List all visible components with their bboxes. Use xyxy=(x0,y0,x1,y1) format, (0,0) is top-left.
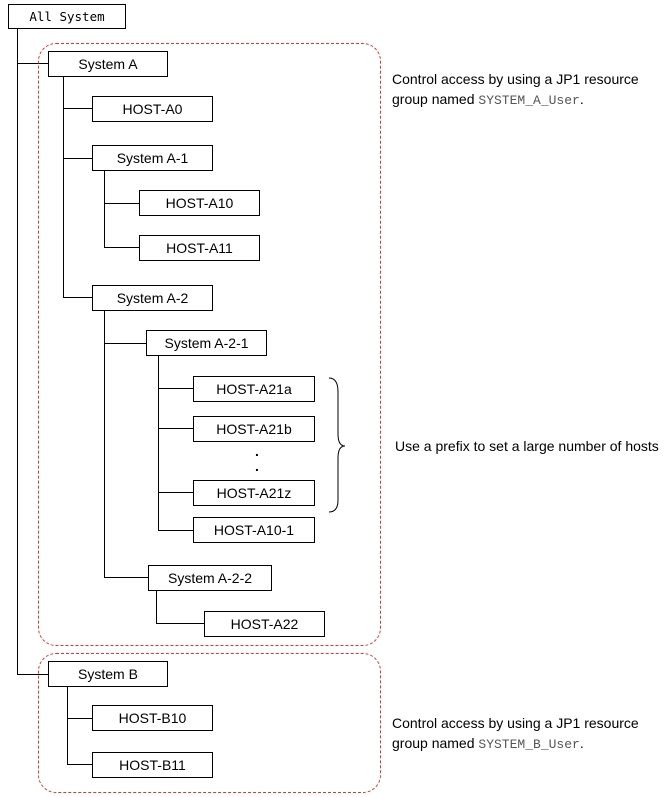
group-b-note-prefix: group named xyxy=(392,735,479,751)
node-host-a21z[interactable]: HOST-A21z xyxy=(193,480,315,506)
group-a-note-suffix: . xyxy=(579,91,584,107)
prefix-note: Use a prefix to set a large number of ho… xyxy=(395,438,659,454)
node-all-system[interactable]: All System xyxy=(8,4,126,29)
group-a-note-line1: Control access by using a JP1 resource xyxy=(392,71,639,87)
node-host-a10-1[interactable]: HOST-A10-1 xyxy=(193,517,315,543)
node-host-a21a[interactable]: HOST-A21a xyxy=(193,376,315,402)
node-system-a[interactable]: System A xyxy=(48,51,168,77)
node-host-a10[interactable]: HOST-A10 xyxy=(139,190,260,216)
node-host-a11[interactable]: HOST-A11 xyxy=(139,235,260,261)
ellipsis-dot: . xyxy=(255,458,259,474)
group-b-note-line1: Control access by using a JP1 resource xyxy=(392,715,639,731)
group-b-note: Control access by using a JP1 resource g… xyxy=(392,713,639,755)
node-host-a21b[interactable]: HOST-A21b xyxy=(193,416,315,442)
node-system-b[interactable]: System B xyxy=(48,661,168,687)
node-host-b10[interactable]: HOST-B10 xyxy=(92,705,213,731)
group-a-note-line2: group named SYSTEM_A_User. xyxy=(392,89,639,111)
ellipsis-dot: . xyxy=(255,443,259,459)
group-b-code: SYSTEM_B_User xyxy=(478,737,580,752)
curly-brace-icon xyxy=(328,377,346,513)
group-b-note-line2: group named SYSTEM_B_User. xyxy=(392,733,639,755)
node-system-a-2[interactable]: System A-2 xyxy=(92,285,213,311)
node-host-b11[interactable]: HOST-B11 xyxy=(92,752,213,778)
group-a-note: Control access by using a JP1 resource g… xyxy=(392,69,639,111)
system-a-access-group-box xyxy=(38,43,381,646)
node-system-a-2-2[interactable]: System A-2-2 xyxy=(148,565,272,591)
node-host-a0[interactable]: HOST-A0 xyxy=(92,96,213,122)
system-b-access-group-box xyxy=(38,653,381,793)
node-system-a-1[interactable]: System A-1 xyxy=(92,145,213,171)
group-b-note-suffix: . xyxy=(579,735,584,751)
node-host-a22[interactable]: HOST-A22 xyxy=(204,611,325,637)
group-a-code: SYSTEM_A_User xyxy=(478,93,580,108)
group-a-note-prefix: group named xyxy=(392,91,479,107)
node-system-a-2-1[interactable]: System A-2-1 xyxy=(146,330,267,356)
